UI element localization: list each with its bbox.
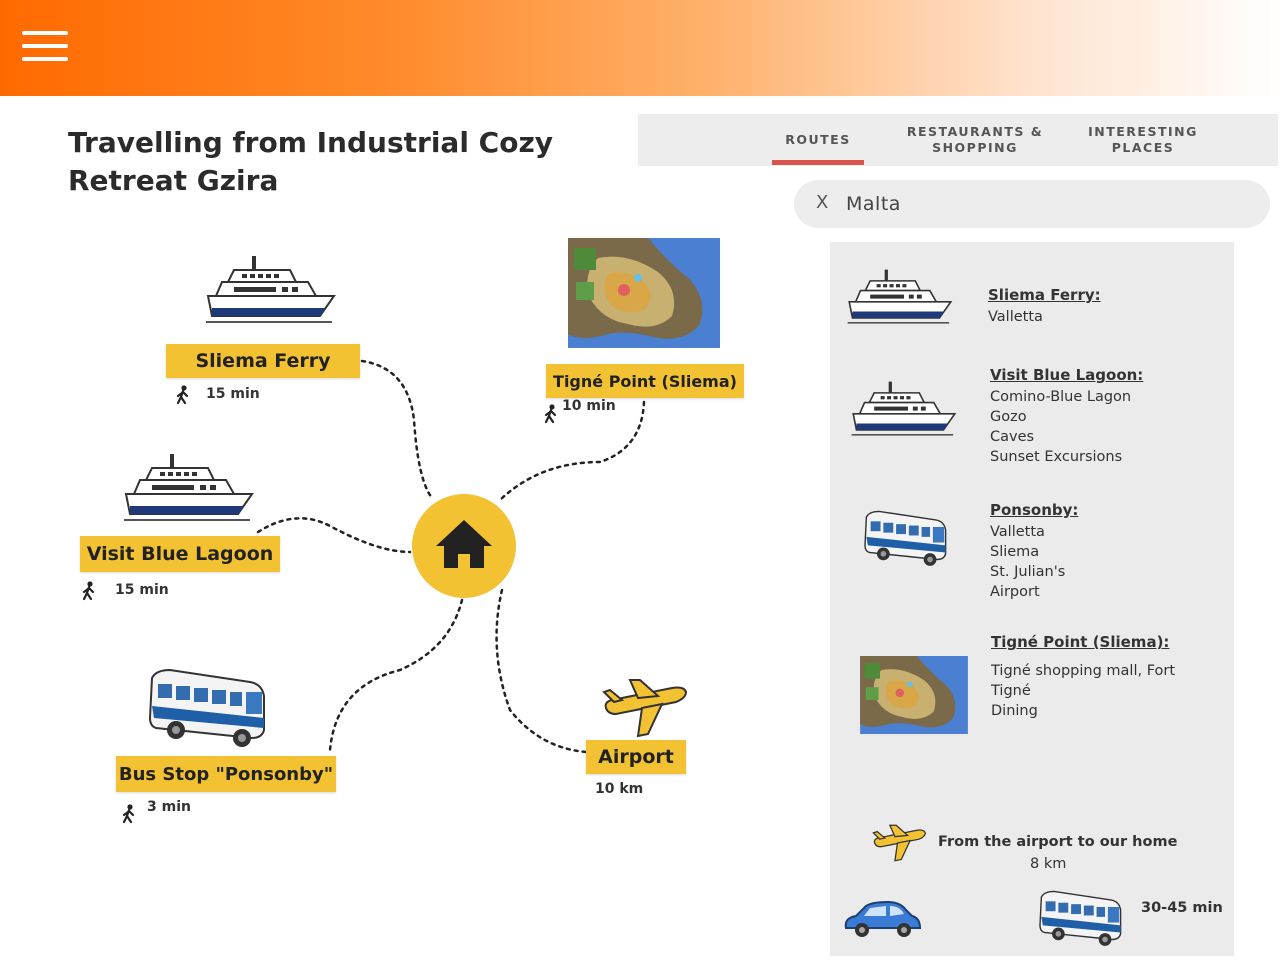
walking-icon <box>176 384 189 405</box>
route-entry-ponsonby: Ponsonby: Valletta Sliema St. Julian's A… <box>990 501 1078 602</box>
aerial-map-icon <box>568 238 720 348</box>
airplane-icon <box>603 679 687 737</box>
ferry-icon <box>123 453 253 521</box>
tab-routes[interactable]: ROUTES <box>785 132 851 147</box>
route-entry-line: Dining <box>991 703 1038 719</box>
destination-label-blue-lagoon: Visit Blue Lagoon <box>80 536 280 572</box>
ferry-icon <box>205 255 335 323</box>
walking-icon <box>544 403 557 424</box>
search-input[interactable] <box>846 188 1246 220</box>
destination-label-sliema-ferry: Sliema Ferry <box>166 344 360 378</box>
route-entry-line: Sliema <box>990 544 1040 560</box>
search-bar: X <box>794 180 1270 228</box>
route-airport <box>495 588 588 754</box>
active-tab-indicator <box>772 160 864 165</box>
route-blue-lagoon <box>256 517 412 554</box>
routes-panel: Sliema Ferry: Valletta Visit Blue Lagoon… <box>830 242 1234 956</box>
destination-detail-tigne-point: 10 min <box>562 398 616 414</box>
route-entry-title[interactable]: Ponsonby: <box>990 501 1079 519</box>
top-bar <box>0 0 1280 96</box>
menu-line <box>22 44 68 48</box>
route-entry-line: Comino-Blue Lagon <box>990 389 1132 405</box>
route-entry-line: Airport <box>990 584 1040 600</box>
route-entry-tigne-point: Tigné Point (Sliema): Tigné shopping mal… <box>991 633 1175 721</box>
airport-note-distance: 8 km <box>1030 856 1067 872</box>
tab-interesting-places[interactable]: INTERESTING PLACES <box>1088 124 1198 155</box>
tab-bar: ROUTES RESTAURANTS & SHOPPING INTERESTIN… <box>638 114 1278 166</box>
destination-detail-sliema-ferry: 15 min <box>206 386 260 402</box>
bus-icon <box>864 510 947 567</box>
hamburger-menu-icon[interactable] <box>22 31 68 63</box>
destination-detail-bus-stop: 3 min <box>147 799 191 815</box>
walking-icon <box>122 803 135 824</box>
ferry-icon <box>850 380 956 436</box>
route-sliema-ferry <box>360 359 434 500</box>
route-entry-line: Sunset Excursions <box>990 449 1123 465</box>
route-entry-line: Tigné shopping mall, Fort <box>991 663 1176 679</box>
route-bus-stop <box>328 598 464 752</box>
route-entry-title[interactable]: Visit Blue Lagoon: <box>990 366 1144 384</box>
route-entry-line: Valletta <box>988 309 1043 325</box>
destination-label-tigne-point: Tigné Point (Sliema) <box>546 364 744 398</box>
route-entry-title[interactable]: Tigné Point (Sliema): <box>991 633 1170 651</box>
route-entry-line: Valletta <box>990 524 1045 540</box>
airport-note-duration: 30-45 min <box>1141 900 1223 916</box>
route-tigne-point <box>498 400 646 502</box>
page-title: Travelling from Industrial Cozy Retreat … <box>68 126 553 197</box>
route-entry-line: Gozo <box>990 409 1027 425</box>
route-entry-title[interactable]: Sliema Ferry: <box>988 286 1101 304</box>
route-entry-blue-lagoon: Visit Blue Lagoon: Comino-Blue Lagon Goz… <box>990 366 1143 467</box>
route-entry-line: Caves <box>990 429 1035 445</box>
airport-note-text: From the airport to our home <box>938 834 1178 850</box>
aerial-map-icon <box>860 656 968 734</box>
home-icon <box>412 494 516 598</box>
route-entry-line: St. Julian's <box>990 564 1066 580</box>
bus-icon <box>1039 890 1122 947</box>
ferry-icon <box>846 268 952 324</box>
tab-restaurants-shopping[interactable]: RESTAURANTS & SHOPPING <box>906 124 1044 155</box>
clear-search-button[interactable]: X <box>816 192 829 213</box>
route-entry-sliema-ferry: Sliema Ferry: Valletta <box>988 286 1101 327</box>
destination-detail-blue-lagoon: 15 min <box>115 582 169 598</box>
bus-icon <box>149 669 265 748</box>
destination-label-airport: Airport <box>586 740 686 774</box>
destination-label-bus-stop: Bus Stop "Ponsonby" <box>116 756 336 792</box>
walking-icon <box>82 580 95 601</box>
airplane-icon <box>872 824 926 862</box>
destination-detail-airport: 10 km <box>595 781 644 797</box>
car-icon <box>844 901 921 938</box>
menu-line <box>22 31 68 35</box>
menu-line <box>22 57 68 61</box>
route-lines <box>256 359 646 754</box>
route-entry-line: Tigné <box>991 683 1031 699</box>
